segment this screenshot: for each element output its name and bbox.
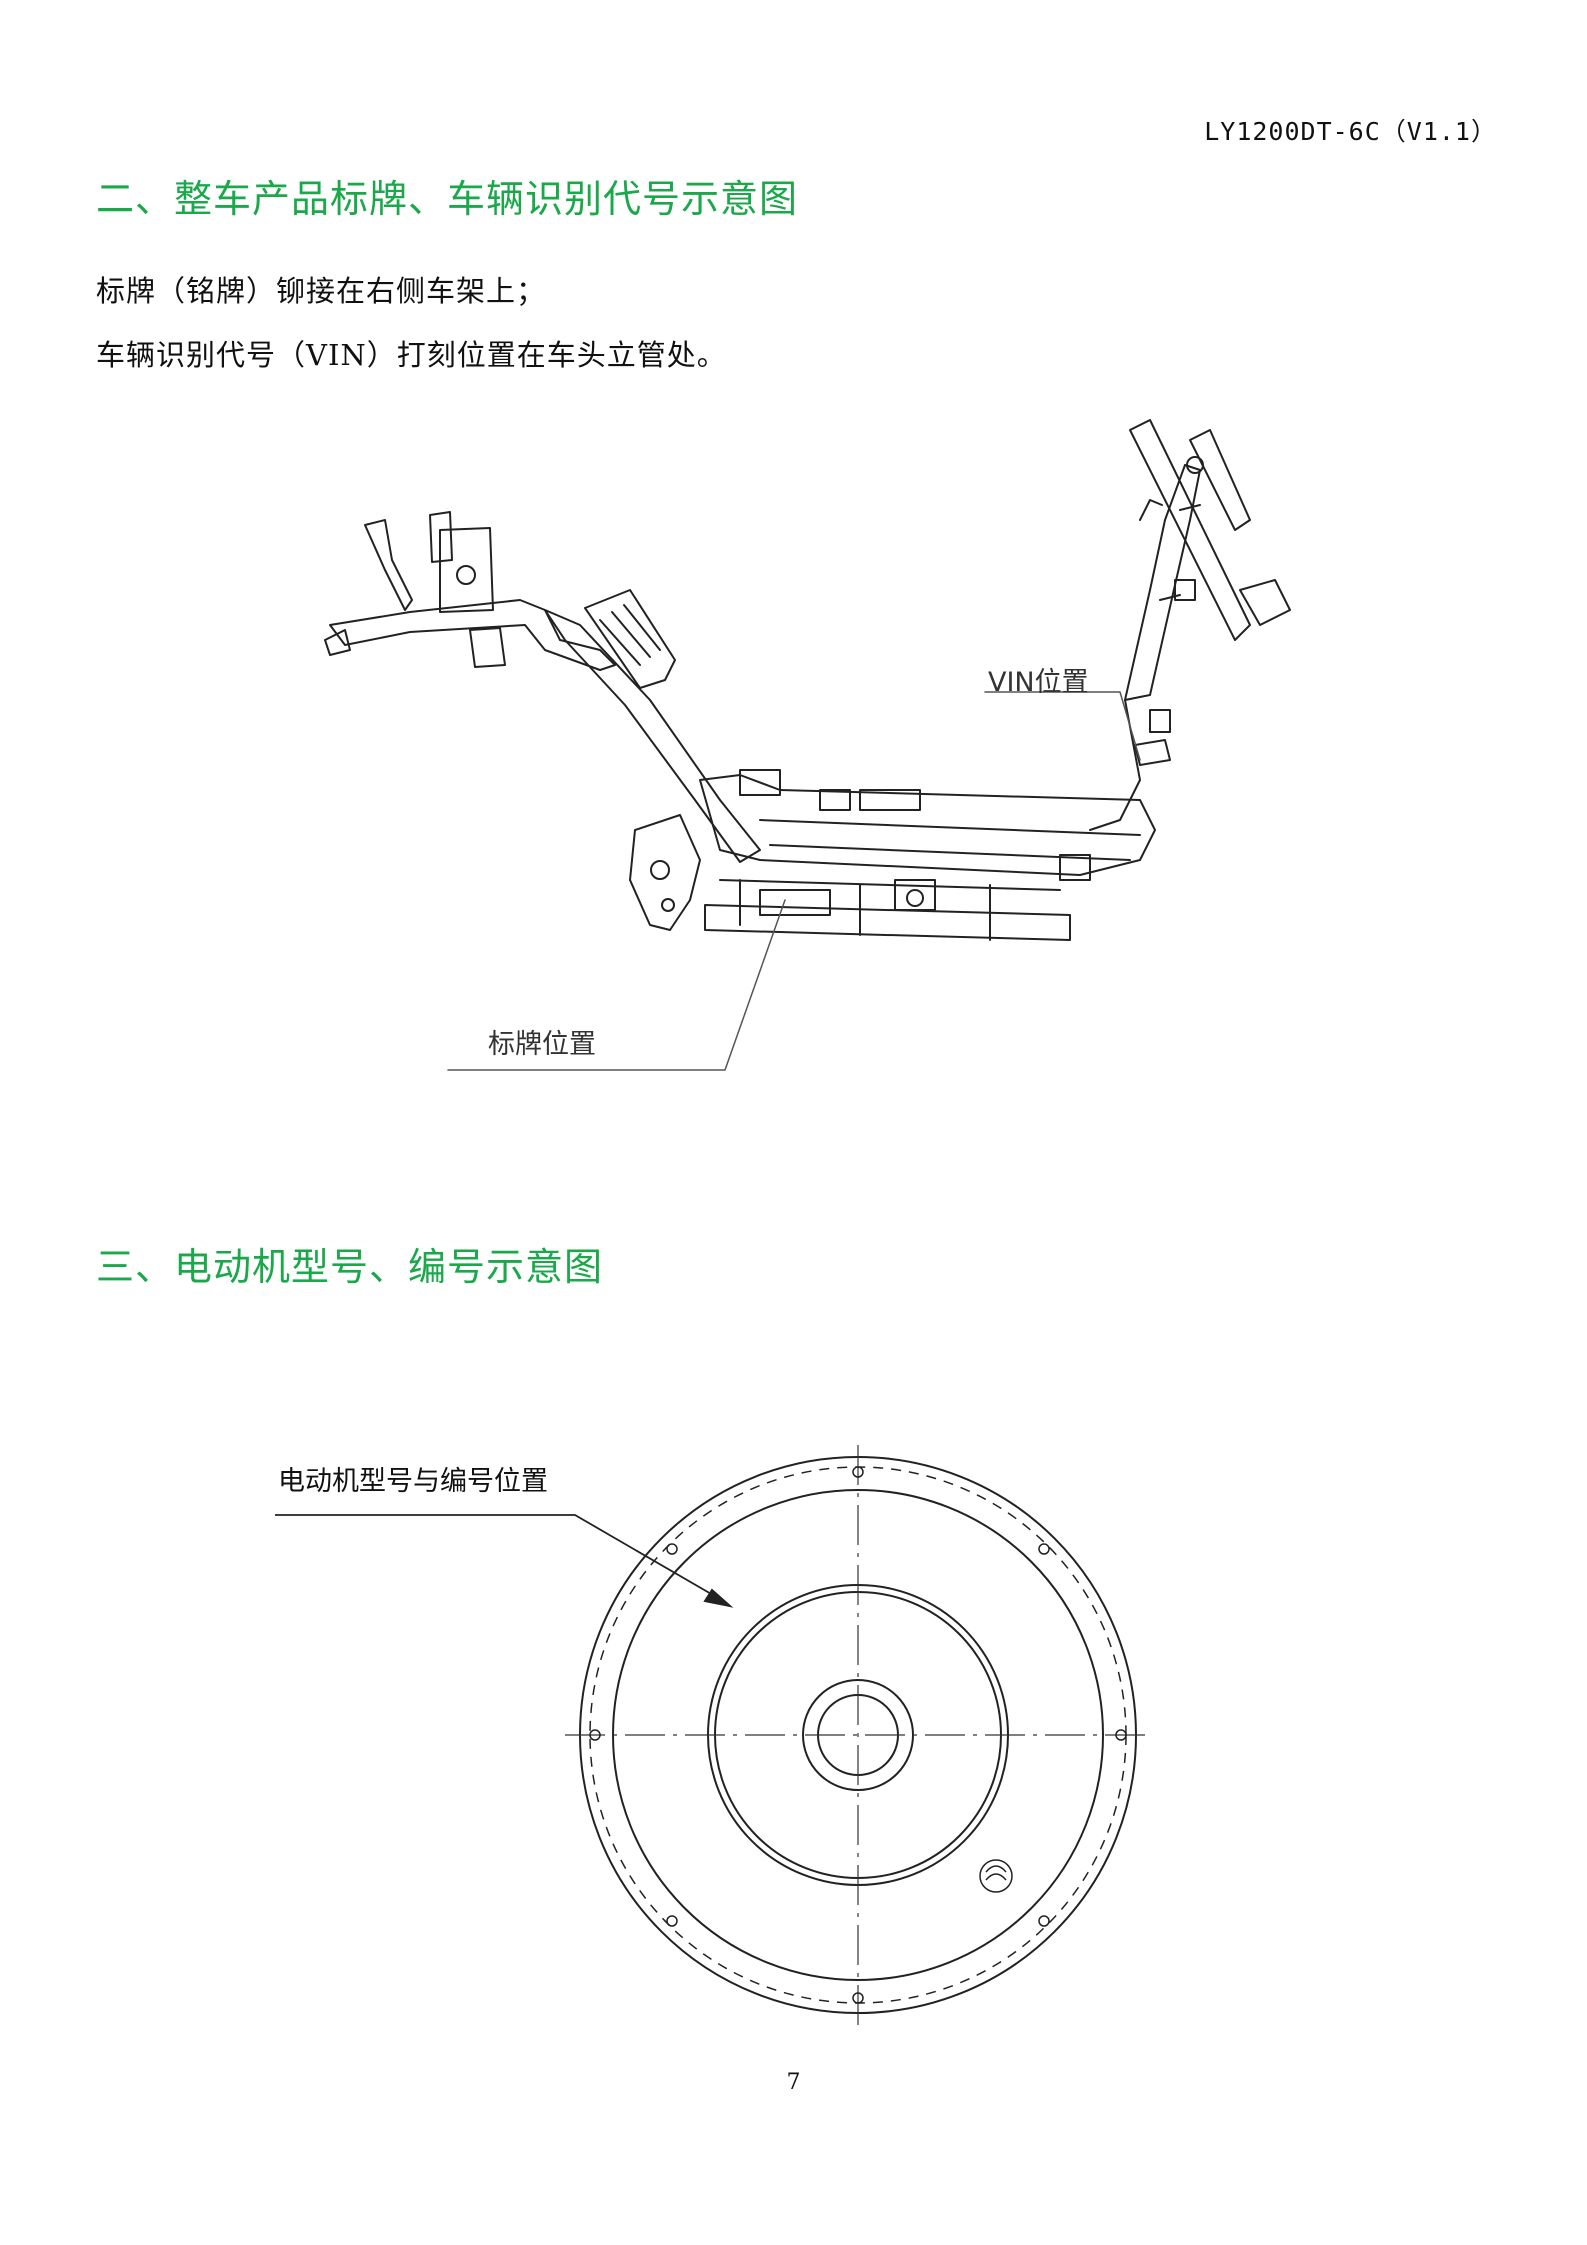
frame-diagram <box>324 419 1291 1071</box>
frame-rear-rail <box>329 599 616 671</box>
page-number: 7 <box>786 2070 801 2095</box>
frame-battery-cradle <box>704 904 1071 941</box>
vin-leader-line <box>984 691 1141 761</box>
frame-head-tube <box>1129 419 1251 641</box>
frame-lower-chassis <box>699 774 1156 876</box>
plate-leader-line <box>447 899 786 1071</box>
frame-mount-plate <box>439 527 494 613</box>
document-code: LY1200DT-6C（V1.1） <box>1204 117 1497 146</box>
motor-position-label: 电动机型号与编号位置 <box>278 1466 548 1497</box>
paragraph-vin-location: 车辆识别代号（VIN）打刻位置在车头立管处。 <box>96 338 727 372</box>
motor-bolt-holes <box>589 1466 1127 2004</box>
frame-main-tube <box>544 609 761 863</box>
motor-center-lines <box>565 1445 1150 2025</box>
motor-arrow-head <box>703 1588 734 1608</box>
motor-leader-line <box>275 1514 726 1603</box>
vin-position-label: VIN位置 <box>988 667 1089 698</box>
motor-logo-emblem <box>979 1859 1013 1893</box>
paragraph-plate-location: 标牌（铭牌）铆接在右侧车架上； <box>96 274 547 308</box>
frame-footrest <box>584 589 676 689</box>
section-title-motor: 三、电动机型号、编号示意图 <box>96 1245 604 1289</box>
frame-rear-bracket <box>364 519 413 611</box>
section-title-vehicle-plate: 二、整车产品标牌、车辆识别代号示意图 <box>96 177 799 221</box>
plate-position-label: 标牌位置 <box>488 1029 596 1060</box>
